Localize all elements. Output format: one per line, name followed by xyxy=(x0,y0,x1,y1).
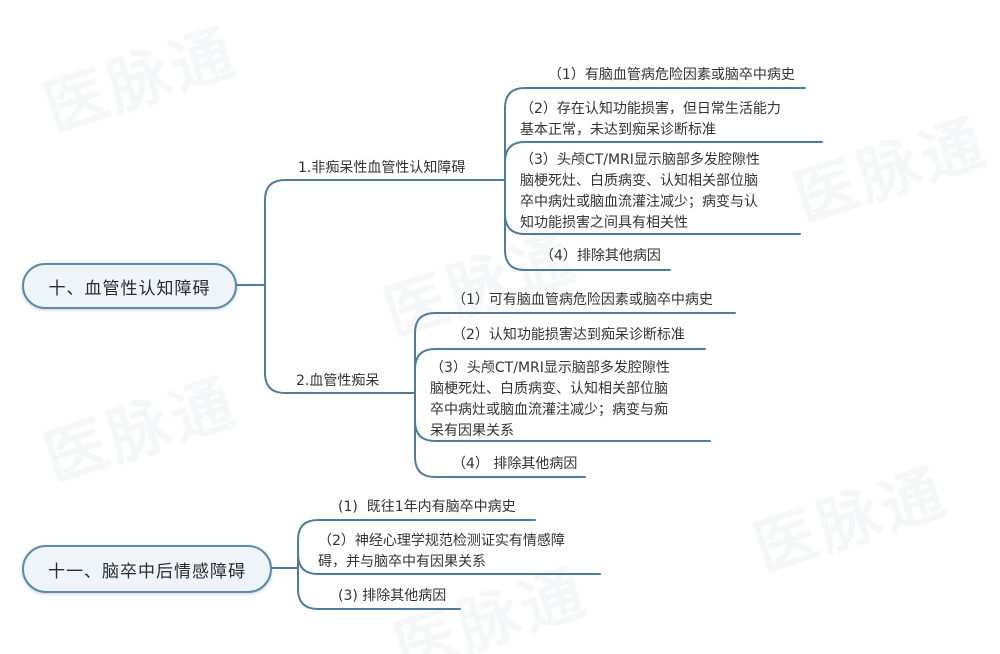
root-node-label: 十、血管性认知障碍 xyxy=(48,278,211,299)
root-node-vascular-cognitive-impairment[interactable]: 十、血管性认知障碍 xyxy=(22,263,237,309)
criterion-item: （2）认知功能损害达到痴呆诊断标准 xyxy=(452,327,685,343)
criterion-item: (1) 既往1年内有脑卒中病史 xyxy=(338,499,516,515)
branch-label-vascular-dementia: 2.血管性痴呆 xyxy=(296,373,380,389)
criterion-item: （2）神经心理学规范检测证实有情感障 碍，并与脑卒中有因果关系 xyxy=(318,533,565,570)
criterion-item: （2）存在认知功能损害，但日常生活能力 基本正常，未达到痴呆诊断标准 xyxy=(520,101,781,138)
criterion-item: （1）可有脑血管病危险因素或脑卒中病史 xyxy=(452,292,713,308)
root-node-post-stroke-affective-disorder[interactable]: 十一、脑卒中后情感障碍 xyxy=(22,545,272,593)
criterion-item: （4）排除其他病因 xyxy=(540,248,661,264)
criterion-item: （4） 排除其他病因 xyxy=(452,456,578,472)
criterion-item: （3）头颅CT/MRI显示脑部多发腔隙性 脑梗死灶、白质病变、认知相关部位脑 卒… xyxy=(430,360,670,439)
criterion-item: (3) 排除其他病因 xyxy=(338,588,447,604)
branch-label-non-dementia-vci: 1.非痴呆性血管性认知障碍 xyxy=(298,160,466,176)
criterion-item: （1）有脑血管病危险因素或脑卒中病史 xyxy=(548,67,795,83)
criterion-item: （3）头颅CT/MRI显示脑部多发腔隙性 脑梗死灶、白质病变、认知相关部位脑 卒… xyxy=(520,152,760,231)
root-node-label: 十一、脑卒中后情感障碍 xyxy=(48,561,246,582)
